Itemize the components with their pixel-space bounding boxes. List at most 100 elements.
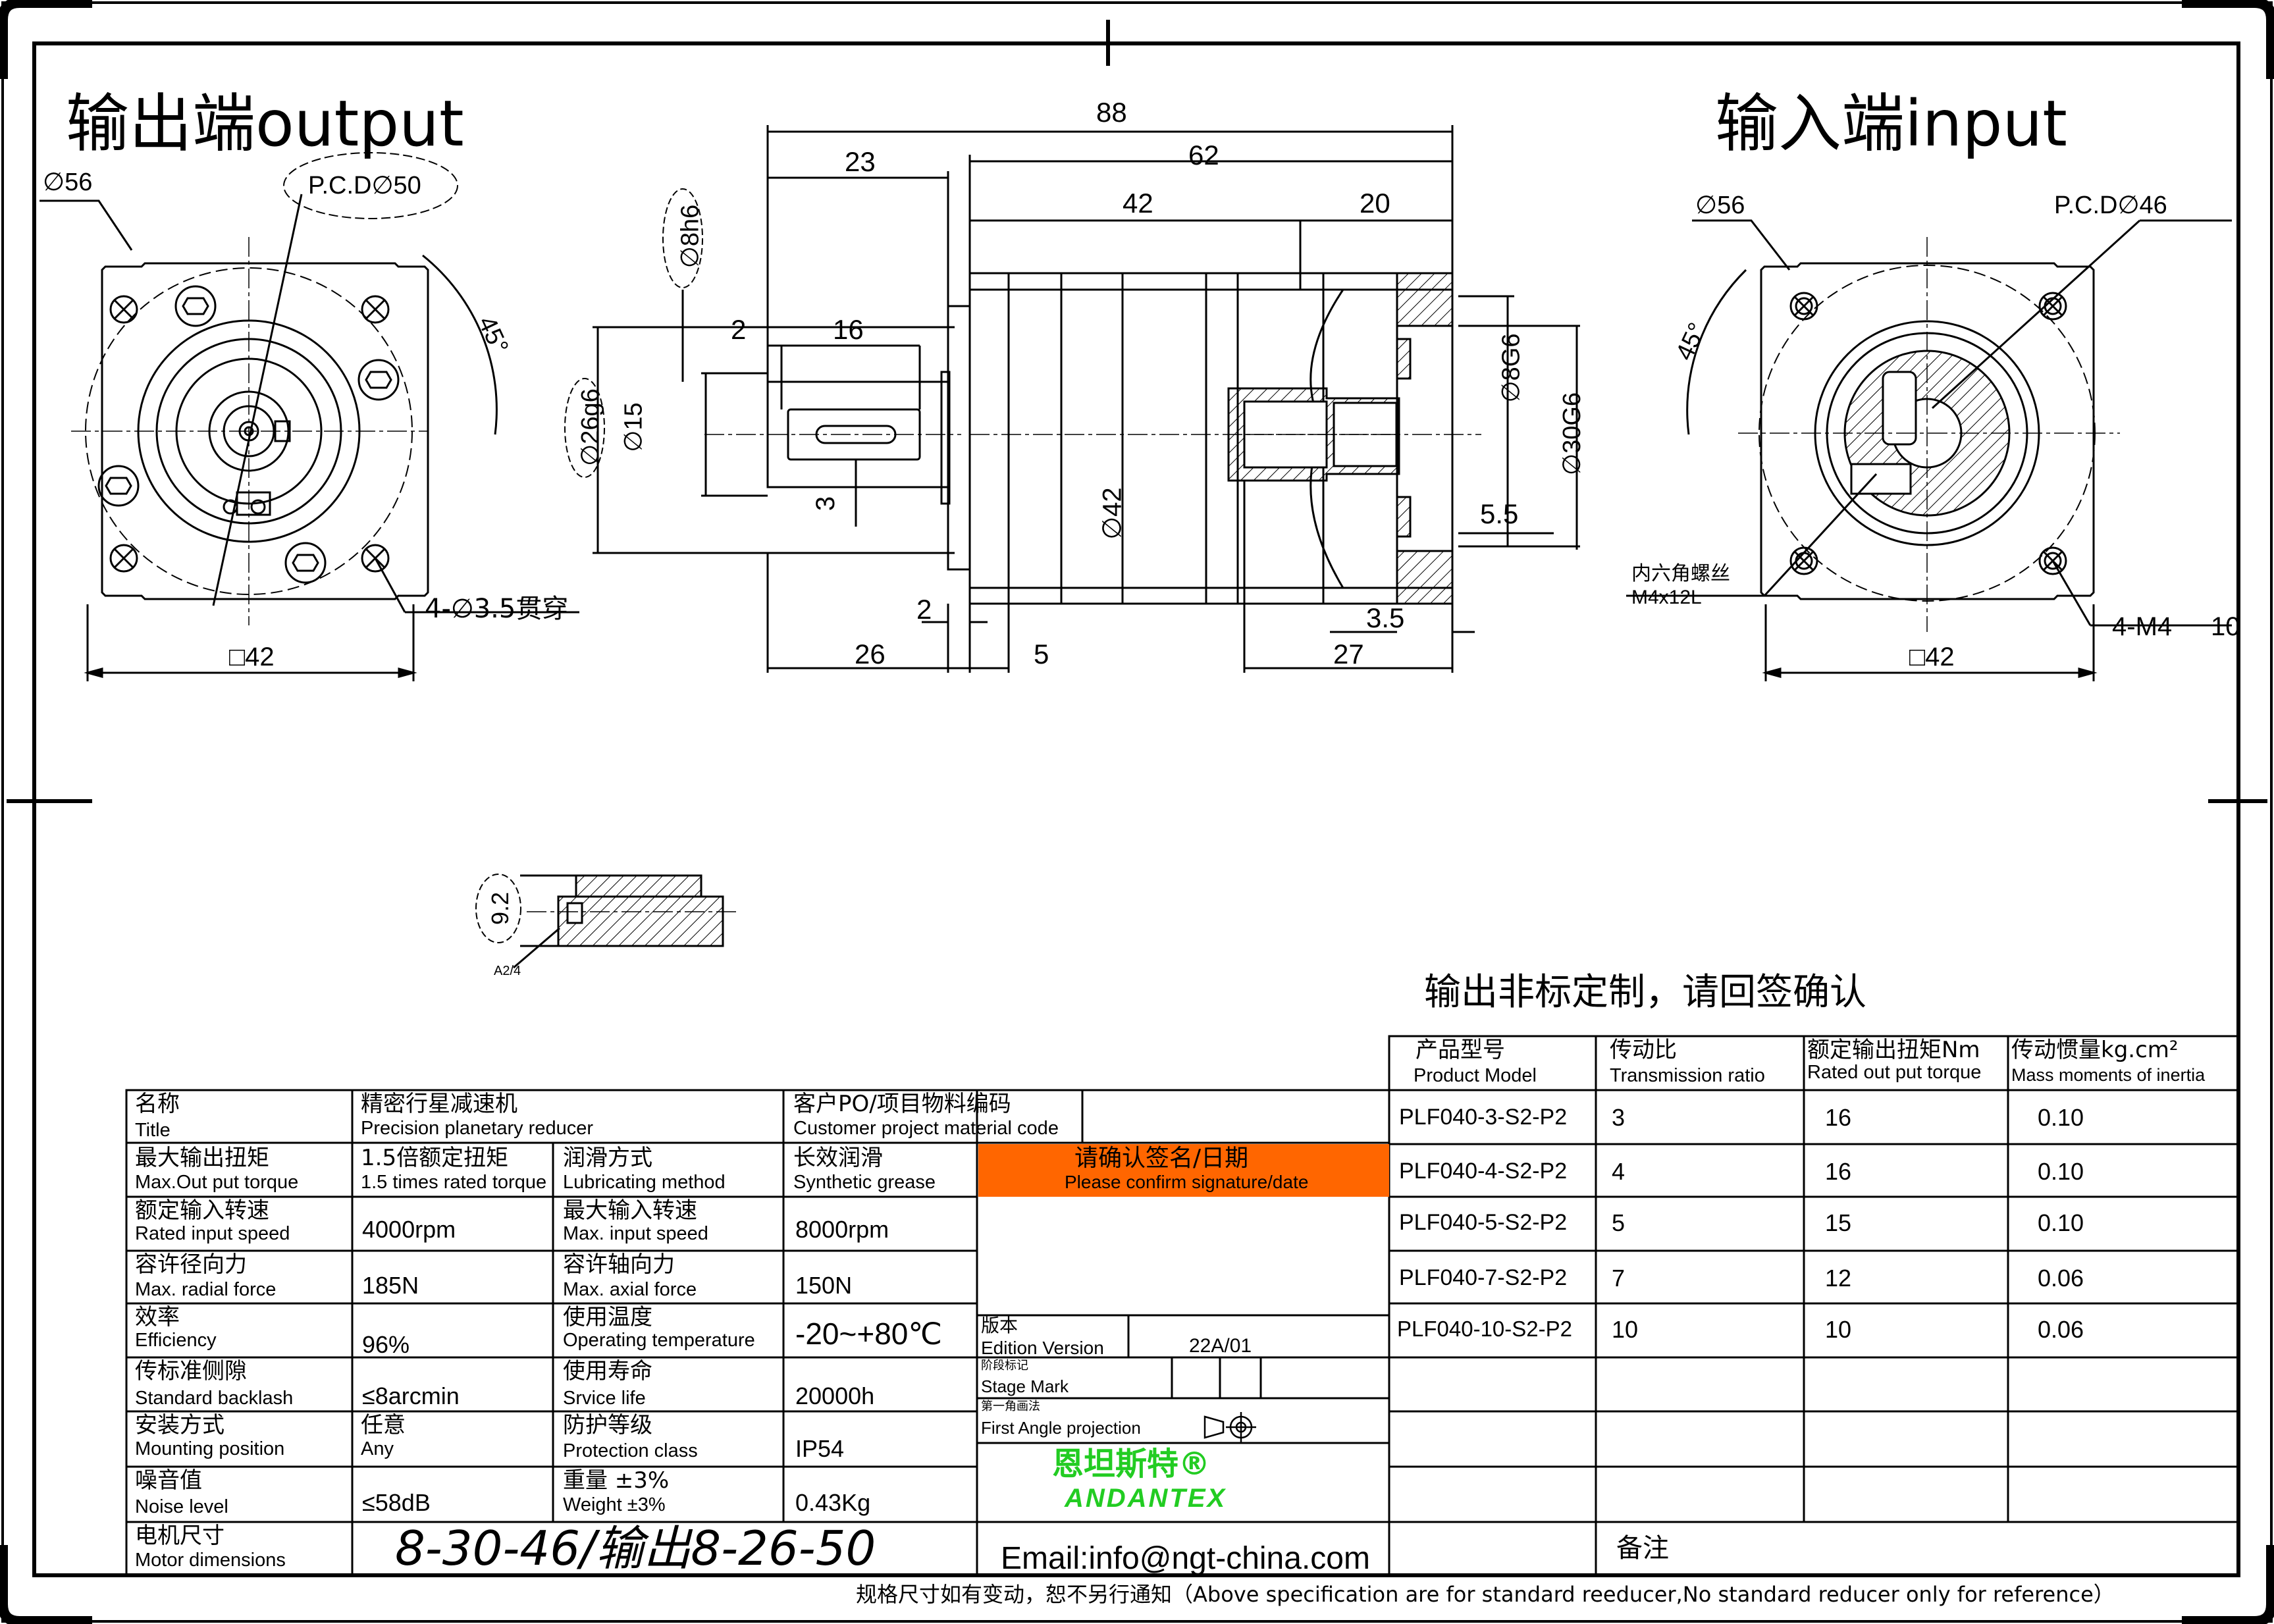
- spec-row-label-en: Efficiency: [135, 1330, 217, 1351]
- spec-row-value-cn: 1.5倍额定扭矩: [361, 1145, 509, 1171]
- dim-length-62: 62: [1188, 140, 1219, 170]
- confirm-cell-fill: [978, 1144, 1389, 1197]
- torque-cell: 16: [1825, 1158, 1852, 1185]
- confirm-signature-cn: 请确认签名/日期: [1074, 1145, 1249, 1172]
- spec-row-value: ≤8arcmin: [362, 1382, 460, 1409]
- spec-row-value-en: Any: [361, 1438, 394, 1459]
- spec-row-label-cn: 效率: [135, 1304, 180, 1330]
- ratio-header-cn: 传动比: [1610, 1037, 1677, 1063]
- spec-row-value2: IP54: [795, 1435, 845, 1462]
- contact-email: Email:info@ngt-china.com: [1001, 1541, 1370, 1576]
- key-note: A2/4: [494, 964, 521, 978]
- spec-row-label2-cn: 使用温度: [563, 1304, 652, 1330]
- spec-row-label-cn: 噪音值: [135, 1467, 202, 1494]
- model-cell: PLF040-10-S2-P2: [1397, 1317, 1572, 1341]
- spec-title-cn: 名称: [135, 1091, 180, 1117]
- brand-logo-cn: 恩坦斯特®: [1052, 1446, 1211, 1482]
- spec-motor-value: 8-30-46/输出8-26-50: [395, 1521, 876, 1576]
- spec-row-value-en: 1.5 times rated torque: [361, 1172, 547, 1193]
- dim-d30g6: ∅30G6: [1558, 392, 1587, 476]
- dim-length-5-5: 5.5: [1480, 498, 1519, 529]
- spec-row-label2-en: Srvice life: [563, 1388, 646, 1409]
- inertia-header-cn: 传动惯量kg.cm²: [2011, 1037, 2179, 1063]
- spec-row-value2: 20000h: [795, 1382, 875, 1409]
- brand-logo-en: ANDANTEX: [1065, 1484, 1227, 1513]
- model-cell: PLF040-5-S2-P2: [1399, 1210, 1568, 1235]
- dim-length-16: 16: [833, 314, 864, 345]
- spec-row-value2-en: Synthetic grease: [793, 1172, 936, 1193]
- spec-row-label2-cn: 容许轴向力: [563, 1251, 675, 1278]
- dim-input-pcd: P.C.D∅46: [2054, 192, 2167, 219]
- inertia-header-en: Mass moments of inertia: [2011, 1065, 2206, 1085]
- spec-row-label2-en: Protection class: [563, 1440, 698, 1461]
- spec-row-label2-en: Max. axial force: [563, 1279, 697, 1300]
- dim-output-holes: 4-∅3.5贯穿: [425, 594, 569, 624]
- output-title: 输出端output: [66, 87, 464, 161]
- ratio-cell: 3: [1612, 1104, 1626, 1131]
- spec-row-label-en: Max.Out put torque: [135, 1172, 299, 1193]
- spec-row-label2-cn: 润滑方式: [563, 1145, 652, 1171]
- key-detail: [475, 874, 737, 969]
- footer-disclaimer: 规格尺寸如有变动，恕不另行通知（Above specification are …: [856, 1582, 2115, 1607]
- torque-cell: 15: [1825, 1209, 1852, 1236]
- inertia-cell: 0.10: [2038, 1104, 2084, 1131]
- inertia-cell: 0.06: [2038, 1265, 2084, 1292]
- output-socket-screws: [97, 285, 400, 584]
- spec-row-label-en: Noise level: [135, 1496, 228, 1517]
- edition-label-en: Edition Version: [981, 1338, 1104, 1358]
- model-header-cn: 产品型号: [1415, 1037, 1505, 1063]
- table-grid: [125, 1035, 2240, 1576]
- dim-length-2a: 2: [731, 314, 747, 345]
- spec-row-value: 4000rpm: [362, 1216, 456, 1243]
- inertia-cell: 0.10: [2038, 1158, 2084, 1185]
- input-title: 输入端input: [1715, 87, 2067, 161]
- spec-row-value2: 150N: [795, 1272, 853, 1299]
- input-flange-view: [1626, 219, 2232, 681]
- spec-row-label-en: Standard backlash: [135, 1388, 294, 1409]
- dim-d15: ∅15: [620, 402, 648, 452]
- dim-d8g6: ∅8G6: [1497, 333, 1525, 403]
- remark-label: 备注: [1616, 1533, 1669, 1563]
- ratio-cell: 4: [1612, 1158, 1626, 1185]
- dim-output-pcd: P.C.D∅50: [308, 172, 421, 199]
- dim-input-depth: 10: [2211, 612, 2240, 641]
- dim-length-88: 88: [1096, 97, 1127, 128]
- projection-symbol: [1203, 1412, 1256, 1442]
- spec-row-label2-cn: 最大输入转速: [563, 1197, 697, 1224]
- spec-row-label2-en: Max. input speed: [563, 1223, 708, 1244]
- model-cell: PLF040-7-S2-P2: [1399, 1265, 1568, 1290]
- dim-input-square: □42: [1909, 642, 1955, 671]
- spec-row-label2-en: Lubricating method: [563, 1172, 726, 1193]
- spec-row-value2-cn: 长效润滑: [793, 1145, 883, 1171]
- spec-row-value: 96%: [362, 1331, 410, 1358]
- dim-shaft-d8: ∅8h6: [676, 204, 704, 269]
- confirm-signature-en: Please confirm signature/date: [1065, 1172, 1309, 1192]
- dim-input-holes: 4-M4: [2112, 612, 2173, 641]
- model-cell: PLF040-3-S2-P2: [1399, 1105, 1568, 1130]
- dim-length-3: 3: [811, 496, 841, 511]
- spec-po-en: Customer project material code: [793, 1118, 1059, 1139]
- stage-label-cn: 阶段标记: [981, 1359, 1028, 1373]
- spec-row-value: ≤58dB: [362, 1489, 431, 1516]
- label-hex-screw: 内六角螺丝: [1631, 562, 1730, 585]
- ratio-header-en: Transmission ratio: [1610, 1065, 1765, 1086]
- model-header-en: Product Model: [1414, 1065, 1537, 1086]
- torque-header-en: Rated out put torque: [1807, 1062, 1982, 1083]
- output-flange-view: [40, 152, 579, 681]
- ratio-cell: 10: [1612, 1316, 1639, 1343]
- stage-label-en: Stage Mark: [981, 1376, 1069, 1396]
- inertia-cell: 0.06: [2038, 1316, 2084, 1343]
- spec-row-label2-cn: 重量 ±3%: [563, 1467, 670, 1494]
- custom-notice: 输出非标定制，请回签确认: [1424, 971, 1866, 1014]
- inertia-cell: 0.10: [2038, 1209, 2084, 1236]
- torque-header-cn: 额定输出扭矩Nm: [1807, 1037, 1980, 1063]
- spec-row-value2: -20~+80℃: [795, 1317, 943, 1351]
- output-mount-holes: [109, 295, 390, 573]
- spec-row-label-en: Max. radial force: [135, 1279, 277, 1300]
- dim-length-26: 26: [855, 639, 886, 669]
- spec-row-value2: 8000rpm: [795, 1216, 889, 1243]
- dim-output-d56: ∅56: [43, 169, 93, 196]
- spec-row-label-cn: 最大输出扭矩: [135, 1145, 269, 1171]
- spec-row-value2: 0.43Kg: [795, 1489, 871, 1516]
